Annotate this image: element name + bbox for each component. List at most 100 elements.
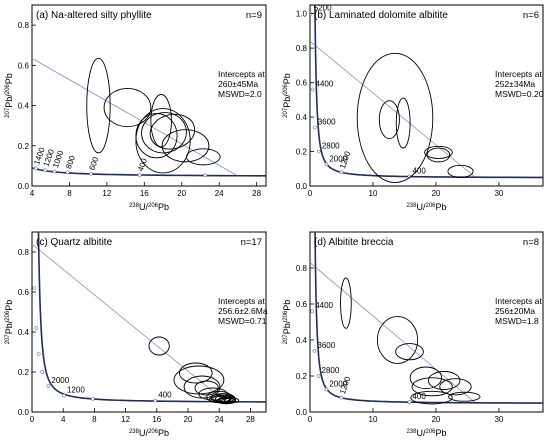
x-tick-label: 4	[61, 415, 66, 424]
x-tick-label: 16	[152, 415, 161, 424]
intercept-annotation: 260±45Ma	[218, 79, 258, 89]
x-tick-label: 28	[246, 415, 255, 424]
intercept-annotation: 256±20Ma	[495, 306, 535, 316]
concordia-curve	[314, 5, 543, 179]
concordia-age-label: 3600	[317, 341, 335, 350]
concordia-age-label: 4400	[316, 79, 334, 88]
error-ellipse	[103, 88, 152, 128]
concordia-age-dot	[137, 173, 142, 177]
error-ellipse	[185, 148, 221, 166]
discordia-line	[32, 57, 237, 176]
x-tick-label: 30	[494, 415, 503, 424]
plot-frame	[31, 231, 267, 413]
concordia-age-dot	[324, 387, 329, 392]
y-tick-label: 0.0	[18, 182, 30, 191]
concordia-age-dot	[153, 398, 158, 403]
error-ellipse	[340, 277, 352, 329]
x-tick-label: 10	[369, 415, 378, 424]
concordia-age-label: 3600	[318, 117, 336, 126]
concordia-age-dot	[310, 309, 315, 314]
concordia-age-dot	[65, 170, 70, 175]
intercept-annotation: MSWD=1.8	[495, 316, 539, 326]
error-ellipse	[424, 145, 453, 159]
x-tick-label: 28	[252, 189, 261, 198]
concordia-age-label: 2000	[51, 376, 69, 385]
concordia-age-label: 400	[136, 157, 149, 173]
x-axis-label: 238U/206Pb	[406, 428, 446, 438]
intercept-annotation: MSWD=2.0	[218, 89, 262, 99]
concordia-age-label: 400	[412, 392, 426, 401]
x-tick-label: 0	[308, 189, 313, 198]
x-tick-label: 0	[30, 415, 35, 424]
concordia-age-dot	[316, 149, 321, 154]
panel-title: (c) Quartz albitite	[36, 237, 113, 248]
error-ellipse	[409, 366, 443, 390]
y-axis-label: 207Pb/206Pb	[4, 73, 14, 118]
x-tick-label: 24	[215, 415, 224, 424]
error-ellipse	[448, 391, 481, 402]
intercept-annotation: Intercepts at	[495, 69, 542, 79]
error-ellipse	[447, 164, 474, 178]
y-tick-label: 0.0	[296, 182, 308, 191]
concordia-age-label: 2800	[322, 366, 340, 375]
x-tick-label: 16	[140, 189, 149, 198]
x-tick-label: 8	[67, 189, 72, 198]
error-ellipse	[356, 52, 434, 184]
concordia-age-dot	[89, 171, 93, 176]
panel-title: (b) Laminated dolomite albitite	[314, 10, 448, 21]
x-tick-label: 20	[184, 415, 193, 424]
y-tick-label: 0.0	[296, 408, 308, 417]
y-tick-label: 0.2	[18, 368, 30, 377]
sample-count: n=8	[523, 237, 539, 248]
plot-frame	[309, 231, 544, 413]
error-ellipse	[427, 371, 461, 390]
error-ellipse	[161, 129, 210, 163]
x-tick-label: 10	[369, 189, 378, 198]
y-tick-label: 0.8	[18, 21, 30, 30]
error-ellipse	[135, 108, 191, 174]
x-tick-label: 0	[308, 415, 313, 424]
error-ellipse	[411, 377, 453, 397]
error-ellipse	[224, 397, 240, 404]
error-ellipse	[86, 57, 111, 154]
intercept-annotation: Intercepts at	[218, 296, 265, 306]
sample-count: n=6	[523, 10, 539, 21]
y-tick-label: 0.2	[296, 148, 308, 157]
x-axis-label: 238U/206Pb	[129, 428, 169, 438]
error-ellipse	[395, 343, 424, 361]
concordia-curve	[314, 232, 543, 404]
x-tick-label: 20	[431, 415, 440, 424]
y-axis-label: 207Pb/206Pb	[282, 300, 292, 345]
error-ellipse	[208, 395, 232, 404]
y-tick-label: 1.0	[296, 10, 308, 19]
error-ellipse	[148, 336, 170, 356]
y-tick-label: 0.4	[18, 102, 30, 111]
concordia-curve	[32, 166, 266, 177]
x-tick-label: 8	[92, 415, 97, 424]
concordia-age-dot	[339, 395, 344, 400]
concordia-age-dot	[36, 352, 41, 356]
error-ellipse	[410, 390, 453, 405]
concordia-age-dot	[324, 162, 329, 167]
plot-frame	[31, 4, 267, 187]
concordia-age-dot	[203, 173, 208, 178]
concordia-age-dot	[43, 168, 47, 172]
concordia-age-label: 2800	[322, 142, 340, 151]
y-axis-label: 207Pb/206Pb	[282, 73, 292, 118]
intercept-annotation: Intercepts at	[495, 296, 542, 306]
concordia-age-label: 400	[412, 167, 426, 176]
sample-count: n=17	[241, 237, 262, 248]
concordia-age-label: 800	[64, 154, 77, 170]
error-ellipse	[426, 147, 451, 163]
intercept-annotation: MSWD=0.20	[495, 89, 544, 99]
y-tick-label: 0.6	[296, 300, 308, 309]
concordia-age-dot	[407, 400, 412, 404]
concordia-age-dot	[46, 384, 51, 388]
concordia-age-label: 400	[158, 391, 172, 400]
concordia-age-dot	[312, 125, 317, 130]
